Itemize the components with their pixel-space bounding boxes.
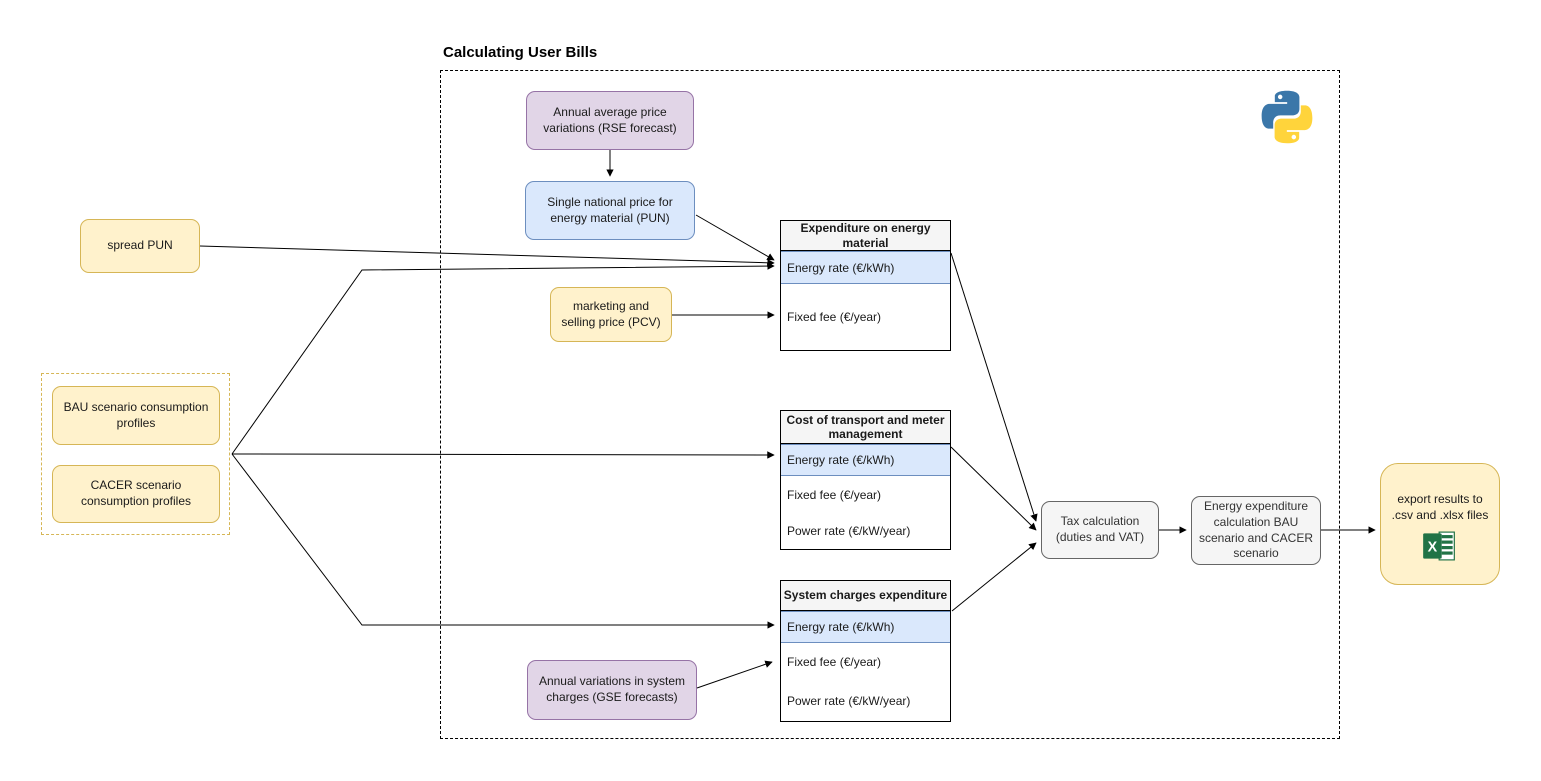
node-tax-calculation[interactable]: Tax calculation (duties and VAT): [1041, 501, 1159, 559]
svg-text:X: X: [1428, 540, 1438, 556]
node-export-results[interactable]: export results to .csv and .xlsx files X: [1380, 463, 1500, 585]
table-system-charges[interactable]: System charges expenditure Energy rate (…: [780, 580, 951, 722]
node-energy-expenditure-calculation-label: Energy expenditure calculation BAU scena…: [1198, 499, 1314, 561]
node-spread-pun[interactable]: spread PUN: [80, 219, 200, 273]
node-pun[interactable]: Single national price for energy materia…: [525, 181, 695, 240]
table-energy-material-header: Expenditure on energy material: [781, 221, 950, 251]
table-transport-header: Cost of transport and meter management: [781, 411, 950, 444]
node-bau-profiles[interactable]: BAU scenario consumption profiles: [52, 386, 220, 445]
table-row[interactable]: Power rate (€/kW/year): [787, 693, 911, 708]
table-energy-material[interactable]: Expenditure on energy material Energy ra…: [780, 220, 951, 351]
table-row[interactable]: Fixed fee (€/year): [787, 487, 882, 502]
table-row[interactable]: Fixed fee (€/year): [787, 310, 882, 324]
table-row[interactable]: Energy rate (€/kWh): [781, 444, 950, 476]
node-pcv[interactable]: marketing and selling price (PCV): [550, 287, 672, 342]
node-gse-forecasts-label: Annual variations in system charges (GSE…: [538, 674, 686, 704]
table-row[interactable]: Energy rate (€/kWh): [781, 611, 950, 643]
node-export-results-label: export results to .csv and .xlsx files: [1391, 492, 1489, 522]
excel-icon: X: [1423, 531, 1455, 561]
node-pcv-label: marketing and selling price (PCV): [561, 298, 661, 329]
table-row[interactable]: Power rate (€/kW/year): [787, 524, 911, 538]
table-system-charges-header: System charges expenditure: [781, 581, 950, 611]
node-bau-profiles-label: BAU scenario consumption profiles: [63, 399, 209, 430]
node-spread-pun-label: spread PUN: [107, 238, 173, 253]
node-rse-forecast-label: Annual average price variations (RSE for…: [543, 104, 677, 135]
consumption-profiles-group: [41, 373, 230, 535]
node-gse-forecasts[interactable]: Annual variations in system charges (GSE…: [527, 660, 697, 720]
node-rse-forecast[interactable]: Annual average price variations (RSE for…: [526, 91, 694, 150]
node-cacer-profiles-label: CACER scenario consumption profiles: [80, 478, 192, 508]
node-energy-expenditure-calculation[interactable]: Energy expenditure calculation BAU scena…: [1191, 496, 1321, 565]
node-cacer-profiles[interactable]: CACER scenario consumption profiles: [52, 465, 220, 523]
table-row[interactable]: Energy rate (€/kWh): [781, 251, 950, 284]
node-pun-label: Single national price for energy materia…: [547, 194, 673, 225]
table-transport[interactable]: Cost of transport and meter management E…: [780, 410, 951, 550]
python-icon: [1261, 90, 1313, 144]
table-row[interactable]: Fixed fee (€/year): [787, 654, 882, 669]
node-tax-calculation-label: Tax calculation (duties and VAT): [1055, 514, 1145, 544]
page-title: Calculating User Bills: [443, 44, 598, 61]
